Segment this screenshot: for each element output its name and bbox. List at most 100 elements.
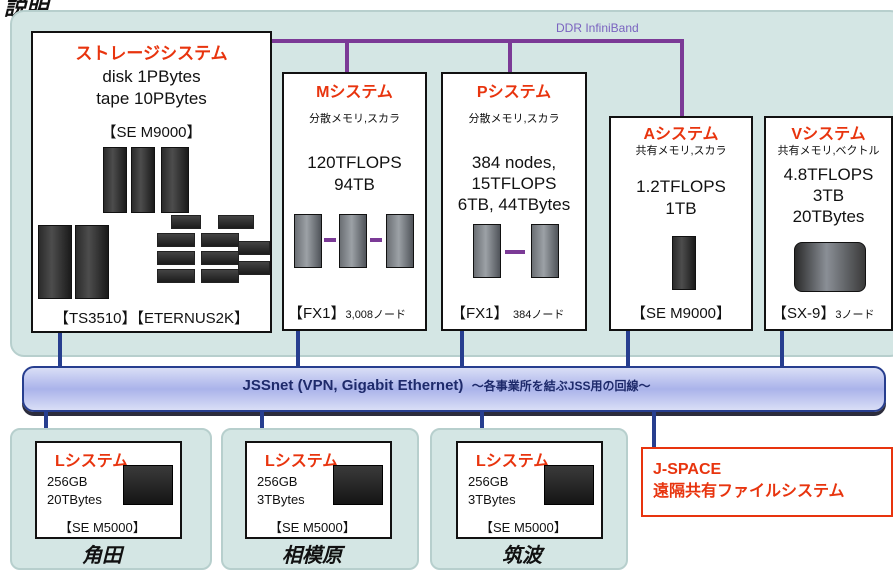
storage-disk: disk 1PBytes	[102, 67, 201, 86]
site-sagamihara-model: 【SE M5000】	[269, 520, 356, 535]
server-icon	[333, 465, 383, 505]
connector-m	[296, 331, 300, 369]
v-system-flops: 4.8TFLOPS	[783, 165, 874, 184]
m-system-title: Mシステム	[316, 84, 393, 101]
connector-site-sagamihara	[260, 410, 264, 440]
disk-array-icon	[201, 251, 239, 265]
m-system-desc: 分散メモリ,スカラ	[308, 113, 401, 125]
disk-array-icon	[157, 251, 195, 265]
server-rack-icon	[131, 147, 155, 213]
jssnet-main-label: JSSnet (VPN, Gigabit Ethernet)	[242, 377, 464, 394]
server-icon	[123, 465, 173, 505]
site-sagamihara-storage: 3TBytes	[257, 492, 305, 507]
v-system-desc: 共有メモリ,ベクトル	[777, 145, 880, 157]
storage-tape: tape 10PBytes	[96, 89, 207, 108]
connector-jspace	[652, 410, 656, 448]
connector-p	[460, 331, 464, 369]
disk-array-icon	[238, 261, 270, 275]
storage-title: ストレージシステム	[75, 44, 228, 63]
p-system-box: Pシステム 分散メモリ,スカラ 384 nodes, 15TFLOPS 6TB,…	[441, 72, 587, 331]
m-system-mem: 94TB	[334, 175, 375, 194]
site-sagamihara-title: Lシステム	[265, 453, 339, 470]
connector-v	[780, 331, 784, 369]
m-system-nodes: 3,008ノード	[345, 309, 407, 321]
connector-a	[626, 331, 630, 369]
disk-array-icon	[157, 233, 195, 247]
m-system-model-line: 【FX1】3,008ノード	[288, 302, 406, 323]
infiniband-wire-m	[345, 39, 349, 73]
server-rack-icon	[161, 147, 189, 213]
infiniband-wire-a	[680, 39, 684, 116]
site-kakuda-name: 角田	[82, 545, 122, 567]
storage-model-ts3510-eternus: 【TS3510】【ETERNUS2K】	[53, 310, 250, 327]
site-kakuda-mem: 256GB	[47, 474, 88, 489]
jspace-subtitle: 遠隔共有ファイルシステム	[653, 483, 845, 500]
disk-array-icon	[157, 269, 195, 283]
server-rack-icon	[473, 224, 501, 278]
a-system-title: Aシステム	[643, 126, 719, 143]
site-tsukuba-model: 【SE M5000】	[480, 520, 567, 535]
site-sagamihara-l-system-box: Lシステム 256GB 3TBytes 【SE M5000】	[245, 441, 392, 539]
p-system-flops: 15TFLOPS	[471, 174, 557, 193]
a-system-mem: 1TB	[665, 199, 697, 218]
infiniband-label: DDR InfiniBand	[556, 21, 639, 35]
a-system-box: Aシステム 共有メモリ,スカラ 1.2TFLOPS 1TB 【SE M9000】	[609, 116, 753, 331]
interconnect-link	[324, 238, 336, 242]
storage-model-m9000: 【SE M9000】	[101, 124, 202, 141]
p-system-model-line: 【FX1】 384ノード	[451, 302, 564, 323]
v-system-nodes: 3ノード	[835, 309, 875, 321]
disk-array-icon	[201, 233, 239, 247]
connector-site-tsukuba	[480, 410, 484, 440]
m-system-flops: 120TFLOPS	[307, 153, 402, 172]
site-tsukuba-mem: 256GB	[468, 474, 509, 489]
disk-array-icon	[201, 269, 239, 283]
site-tsukuba-title: Lシステム	[476, 453, 550, 470]
jspace-box: J-SPACE 遠隔共有ファイルシステム	[641, 447, 893, 517]
jssnet-label: JSSnet (VPN, Gigabit Ethernet) ～各事業所を結ぶJ…	[0, 377, 893, 394]
server-icon	[544, 465, 594, 505]
site-tsukuba-storage: 3TBytes	[468, 492, 516, 507]
site-sagamihara-name: 相模原	[282, 545, 342, 567]
site-kakuda-model: 【SE M5000】	[59, 520, 146, 535]
site-kakuda-storage: 20TBytes	[47, 492, 102, 507]
supercomputer-icon	[794, 242, 866, 292]
jssnet-sub-label: ～各事業所を結ぶJSS用の回線～	[471, 379, 651, 393]
interconnect-link	[370, 238, 382, 242]
site-tsukuba-name: 筑波	[502, 545, 542, 567]
disk-array-icon	[218, 215, 254, 229]
jssnet-network-bar	[22, 366, 886, 412]
site-kakuda-title: Lシステム	[55, 453, 129, 470]
a-system-desc: 共有メモリ,スカラ	[635, 145, 727, 157]
m-system-box: Mシステム 分散メモリ,スカラ 120TFLOPS 94TB 【FX1】3,00…	[282, 72, 427, 331]
p-system-title: Pシステム	[476, 84, 552, 101]
disk-array-icon	[171, 215, 201, 229]
server-rack-icon	[339, 214, 367, 268]
server-rack-icon	[531, 224, 559, 278]
infiniband-wire-top	[271, 39, 684, 43]
interconnect-link	[505, 250, 525, 254]
v-system-model: 【SX-9】	[772, 305, 836, 322]
v-system-model-line: 【SX-9】3ノード	[772, 302, 874, 323]
v-system-storage: 20TBytes	[792, 207, 865, 226]
a-system-model: 【SE M9000】	[630, 305, 732, 322]
jspace-title: J-SPACE	[653, 461, 722, 478]
disk-array-icon	[238, 241, 270, 255]
server-rack-icon	[386, 214, 414, 268]
v-system-title: Vシステム	[791, 126, 866, 143]
site-tsukuba-l-system-box: Lシステム 256GB 3TBytes 【SE M5000】	[456, 441, 603, 539]
p-system-nodes-spec: 384 nodes,	[471, 153, 557, 172]
p-system-nodes: 384ノード	[512, 309, 565, 321]
infiniband-wire-p	[508, 39, 512, 73]
server-rack-icon	[672, 236, 696, 290]
p-system-desc: 分散メモリ,スカラ	[468, 113, 560, 125]
tape-library-icon	[38, 225, 72, 299]
v-system-mem: 3TB	[812, 186, 845, 205]
site-kakuda-l-system-box: Lシステム 256GB 20TBytes 【SE M5000】	[35, 441, 182, 539]
tape-library-icon	[75, 225, 109, 299]
storage-system-box: ストレージシステム disk 1PBytes tape 10PBytes 【SE…	[31, 31, 272, 333]
p-system-mem: 6TB, 44TBytes	[457, 195, 571, 214]
a-system-flops: 1.2TFLOPS	[636, 177, 726, 196]
p-system-model: 【FX1】	[451, 305, 509, 322]
connector-site-kakuda	[44, 410, 48, 440]
server-rack-icon	[103, 147, 127, 213]
